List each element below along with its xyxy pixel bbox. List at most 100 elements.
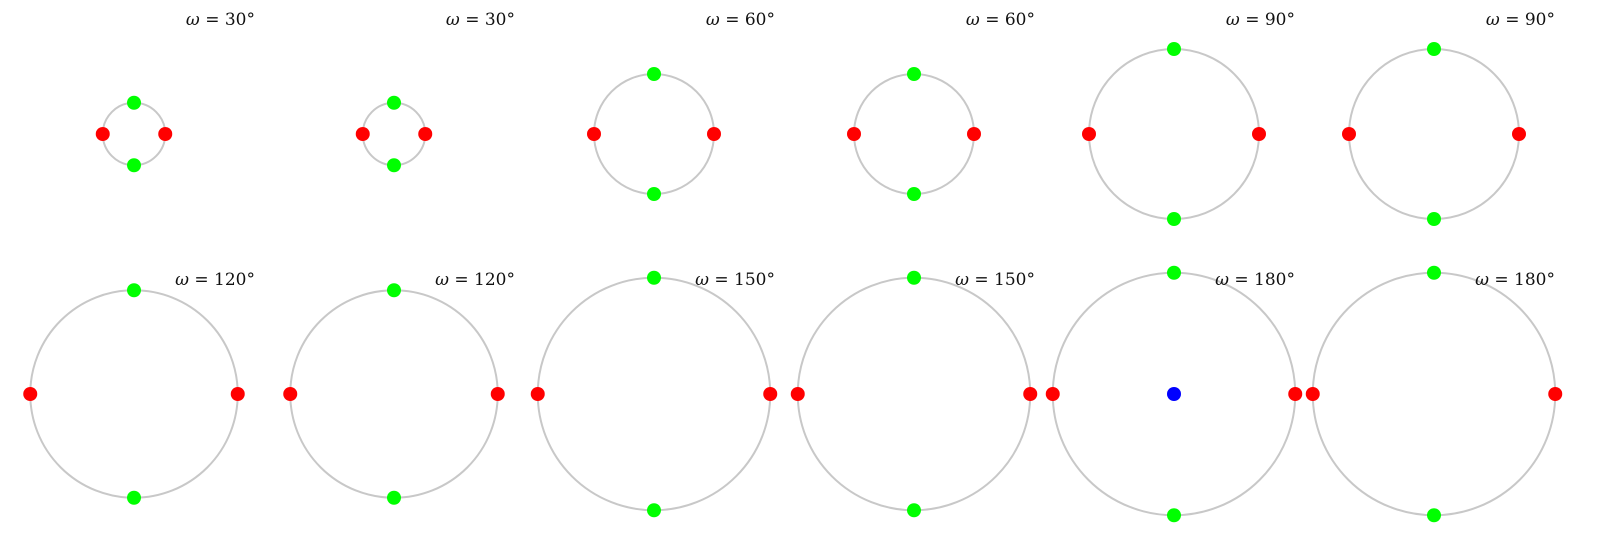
- angle-value: 30°: [224, 10, 255, 30]
- omega-symbol: ω: [1225, 10, 1240, 30]
- red-point-right: [1023, 387, 1038, 401]
- omega-symbol: ω: [175, 270, 189, 290]
- red-point-right: [707, 127, 721, 141]
- panel-label: ω = 150°: [695, 270, 775, 290]
- panel-diagram: [790, 270, 1038, 518]
- panel-3: ω = 60°: [520, 0, 789, 269]
- equals-sign: =: [708, 270, 735, 290]
- green-point-top: [1427, 42, 1441, 56]
- equals-sign: =: [448, 270, 475, 290]
- panel-diagram: [587, 67, 721, 201]
- red-point-left: [587, 127, 601, 141]
- panel-diagram: [1342, 42, 1526, 226]
- angle-value: 180°: [1254, 270, 1295, 290]
- orbit-circle: [1348, 48, 1520, 220]
- red-point-right: [230, 387, 245, 401]
- angle-value: 60°: [1004, 10, 1035, 30]
- red-point-left: [283, 387, 298, 401]
- red-point-left: [355, 127, 370, 141]
- green-point-top: [647, 67, 661, 81]
- omega-symbol: ω: [1215, 270, 1229, 290]
- angle-value: 180°: [1514, 270, 1555, 290]
- equals-sign: =: [199, 10, 225, 30]
- blue-point-center: [1167, 387, 1181, 401]
- panel-label: ω = 120°: [175, 270, 255, 290]
- green-point-bottom: [127, 490, 141, 505]
- green-point-bottom: [907, 503, 921, 518]
- omega-symbol: ω: [955, 270, 969, 290]
- panel-label: ω = 120°: [435, 270, 515, 290]
- green-point-bottom: [1167, 212, 1181, 226]
- green-point-bottom: [907, 187, 921, 201]
- green-point-top: [127, 283, 141, 298]
- orbit-circle: [29, 289, 239, 499]
- green-point-bottom: [1427, 508, 1441, 523]
- panel-diagram: [283, 283, 505, 505]
- orbit-circle: [361, 101, 427, 167]
- equals-sign: =: [719, 10, 745, 30]
- omega-symbol: ω: [1485, 10, 1500, 30]
- panel-label: ω = 180°: [1475, 270, 1555, 290]
- panel-4: ω = 60°: [780, 0, 1049, 269]
- panel-label: ω = 30°: [446, 10, 515, 30]
- angle-value: 30°: [484, 10, 515, 30]
- green-point-top: [387, 283, 401, 298]
- red-point-right: [1548, 387, 1563, 401]
- angle-value: 90°: [1264, 10, 1295, 30]
- angle-value: 150°: [734, 270, 775, 290]
- red-point-right: [967, 127, 981, 141]
- red-point-left: [95, 127, 110, 141]
- panel-12: ω = 180°: [1300, 260, 1569, 529]
- orbit-circle: [289, 289, 499, 499]
- red-point-left: [790, 387, 805, 401]
- panel-label: ω = 180°: [1215, 270, 1295, 290]
- panel-11: ω = 180°: [1040, 260, 1309, 529]
- angle-value: 90°: [1524, 10, 1555, 30]
- equals-sign: =: [979, 10, 1005, 30]
- angle-value: 60°: [744, 10, 775, 30]
- green-point-bottom: [387, 158, 401, 173]
- panel-2: ω = 30°: [260, 0, 529, 269]
- green-point-bottom: [1167, 508, 1181, 523]
- panel-6: ω = 90°: [1300, 0, 1569, 269]
- panel-diagram: [1082, 42, 1266, 226]
- green-point-bottom: [127, 158, 141, 173]
- angle-value: 120°: [474, 270, 515, 290]
- green-point-top: [127, 95, 141, 110]
- panel-9: ω = 150°: [520, 260, 789, 529]
- omega-symbol: ω: [695, 270, 709, 290]
- green-point-bottom: [1427, 212, 1441, 226]
- red-point-right: [763, 387, 778, 401]
- omega-symbol: ω: [705, 10, 720, 30]
- green-point-top: [1167, 265, 1181, 280]
- red-point-right: [158, 127, 173, 141]
- panel-diagram: [1045, 265, 1303, 523]
- equals-sign: =: [1499, 10, 1525, 30]
- red-point-left: [1045, 387, 1060, 401]
- orbit-circle: [1088, 48, 1260, 220]
- orbit-circle: [1311, 271, 1557, 517]
- orbit-circle: [593, 73, 715, 195]
- red-point-right: [1288, 387, 1303, 401]
- omega-symbol: ω: [185, 10, 200, 30]
- angle-value: 150°: [994, 270, 1035, 290]
- panel-diagram: [355, 95, 433, 173]
- panel-diagram: [530, 270, 778, 518]
- equals-sign: =: [1488, 270, 1515, 290]
- panel-label: ω = 90°: [1486, 10, 1555, 30]
- red-point-left: [847, 127, 861, 141]
- equals-sign: =: [968, 270, 995, 290]
- green-point-top: [1427, 265, 1441, 280]
- panel-diagram: [23, 283, 245, 505]
- equals-sign: =: [1239, 10, 1265, 30]
- equals-sign: =: [1228, 270, 1255, 290]
- panel-1: ω = 30°: [0, 0, 269, 269]
- green-point-bottom: [647, 187, 661, 201]
- red-point-left: [23, 387, 38, 401]
- orbit-circle: [853, 73, 975, 195]
- red-point-right: [1512, 127, 1526, 141]
- green-point-bottom: [387, 490, 401, 505]
- omega-symbol: ω: [445, 10, 460, 30]
- red-point-right: [1252, 127, 1266, 141]
